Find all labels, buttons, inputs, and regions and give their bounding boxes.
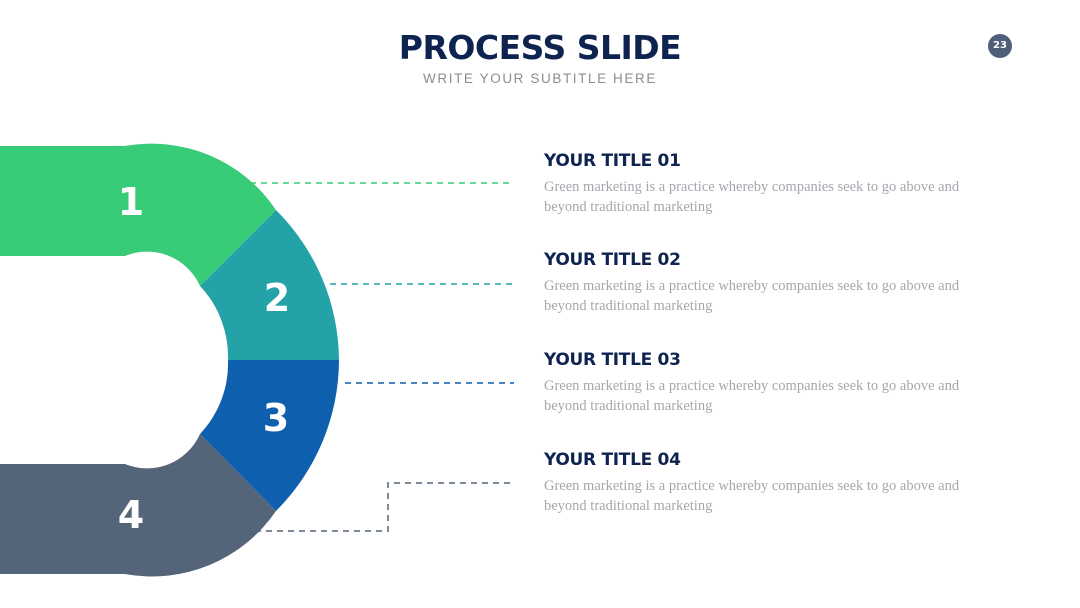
step-item-3: YOUR TITLE 03 Green marketing is a pract… [544,349,964,416]
step-text-1: Green marketing is a practice whereby co… [544,179,960,215]
step-text-2: Green marketing is a practice whereby co… [544,278,960,314]
segment-2 [200,210,339,360]
segment-3 [200,360,339,511]
step-number-1: 1 [118,180,144,224]
page-number-badge: 23 [988,34,1012,58]
step-text-4: Green marketing is a practice whereby co… [544,478,960,514]
segment-1 [0,143,276,286]
connector-4 [255,482,510,532]
slide-subtitle: WRITE YOUR SUBTITLE HERE [423,71,657,86]
step-item-1: YOUR TITLE 01 Green marketing is a pract… [544,150,964,217]
step-title-1: YOUR TITLE 01 [544,151,681,171]
step-number-3: 3 [263,396,289,440]
step-number-2: 2 [264,276,290,320]
step-title-2: YOUR TITLE 02 [544,250,681,270]
step-item-2: YOUR TITLE 02 Green marketing is a pract… [544,249,964,316]
step-item-4: YOUR TITLE 04 Green marketing is a pract… [544,449,964,516]
step-text-3: Green marketing is a practice whereby co… [544,378,960,414]
segment-4 [0,434,276,577]
step-title-3: YOUR TITLE 03 [544,350,681,370]
step-title-4: YOUR TITLE 04 [544,450,681,470]
step-number-4: 4 [118,493,144,537]
slide-title: PROCESS SLIDE [398,28,682,67]
